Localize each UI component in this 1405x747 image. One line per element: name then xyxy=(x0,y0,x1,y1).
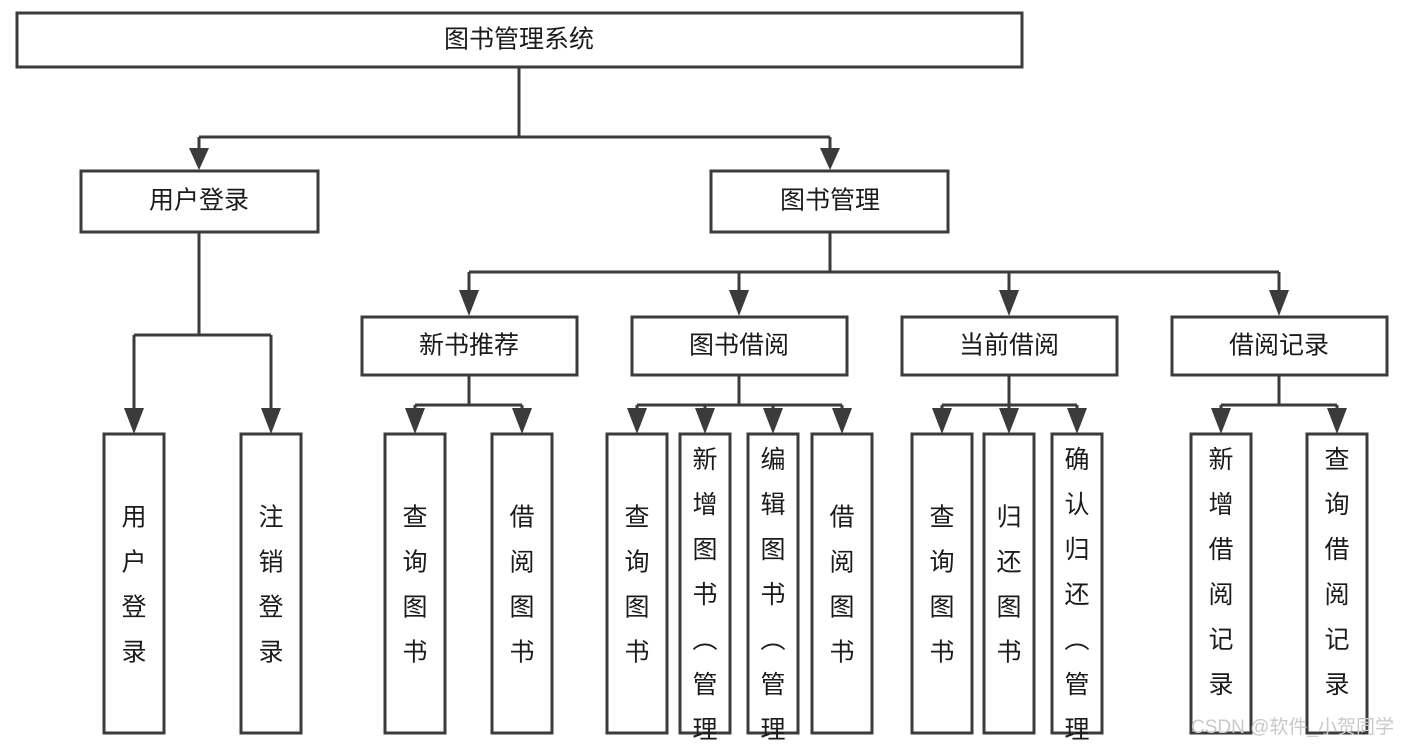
node-book-borrow-label: 图书借阅 xyxy=(689,332,789,360)
leaf-leaf-query-book-3-box[interactable] xyxy=(910,432,974,735)
arrowhead-leaf-query-record xyxy=(1327,408,1347,434)
node-root[interactable]: 图书管理系统 xyxy=(15,11,1024,69)
node-user-login-label: 用户登录 xyxy=(149,187,249,215)
arrowhead-user-login xyxy=(189,148,209,170)
leaf-leaf-confirm-return-box[interactable] xyxy=(1050,432,1104,735)
node-new-book-recommend[interactable]: 新书推荐 xyxy=(360,315,579,377)
arrowhead-leaf-borrow-book-2 xyxy=(832,408,852,434)
arrowhead-leaf-edit-book xyxy=(763,408,783,434)
arrowhead-leaf-borrow-book-1 xyxy=(512,408,532,434)
leaf-leaf-add-record-box[interactable] xyxy=(1189,432,1253,735)
arrowhead-borrow-record xyxy=(1269,290,1289,316)
leaf-leaf-user-login-label: 用户登录 xyxy=(121,504,146,667)
node-user-login[interactable]: 用户登录 xyxy=(79,169,320,234)
node-current-borrow-box[interactable] xyxy=(900,315,1119,377)
leaf-leaf-add-record-label: 新增借阅记录 xyxy=(1208,446,1233,699)
connector-group xyxy=(124,67,1347,434)
leaf-leaf-return-book[interactable]: 归还图书 xyxy=(982,432,1036,735)
arrowhead-leaf-add-book xyxy=(695,408,715,434)
arrowhead-leaf-user-login xyxy=(124,408,144,434)
leaf-leaf-query-book-2-label: 查询图书 xyxy=(624,504,649,667)
arrowhead-leaf-query-book-1 xyxy=(405,408,425,434)
arrowhead-new-book-recommend xyxy=(459,290,479,316)
leaf-leaf-user-logout-label: 注销登录 xyxy=(258,504,283,667)
arrowhead-leaf-add-record xyxy=(1211,408,1231,434)
leaf-leaf-query-book-3-label: 查询图书 xyxy=(929,504,954,667)
node-book-borrow-box[interactable] xyxy=(630,315,849,377)
leaf-leaf-confirm-return-label: 确认归还︵管理员︶ xyxy=(1064,446,1089,747)
leaf-leaf-borrow-book-1[interactable]: 借阅图书 xyxy=(490,432,554,735)
leaf-leaf-query-book-2[interactable]: 查询图书 xyxy=(605,432,669,735)
arrowhead-book-borrow xyxy=(729,290,749,316)
leaf-leaf-user-login-box[interactable] xyxy=(102,432,166,735)
arrowhead-leaf-return-book xyxy=(999,408,1019,434)
leaf-leaf-query-book-1-box[interactable] xyxy=(383,432,447,735)
leaf-leaf-query-book-3[interactable]: 查询图书 xyxy=(910,432,974,735)
leaf-leaf-user-logout[interactable]: 注销登录 xyxy=(239,432,303,735)
leaf-leaf-edit-book[interactable]: 编辑图书︵管理员︶ xyxy=(746,432,800,747)
arrowhead-book-manage xyxy=(820,148,840,170)
leaf-leaf-add-book-label: 新增图书︵管理员︶ xyxy=(692,446,717,747)
leaf-leaf-confirm-return[interactable]: 确认归还︵管理员︶ xyxy=(1050,432,1104,747)
leaf-leaf-query-book-2-box[interactable] xyxy=(605,432,669,735)
leaf-leaf-query-record-box[interactable] xyxy=(1305,432,1369,735)
leaf-leaf-add-record[interactable]: 新增借阅记录 xyxy=(1189,432,1253,735)
arrowhead-current-borrow xyxy=(999,290,1019,316)
leaf-leaf-user-login[interactable]: 用户登录 xyxy=(102,432,166,735)
leaf-leaf-query-book-1-label: 查询图书 xyxy=(402,504,427,667)
leaf-leaf-borrow-book-1-box[interactable] xyxy=(490,432,554,735)
leaf-leaf-query-record[interactable]: 查询借阅记录 xyxy=(1305,432,1369,735)
node-root-label: 图书管理系统 xyxy=(444,26,594,54)
leaf-leaf-borrow-book-2-box[interactable] xyxy=(810,432,874,735)
arrowhead-leaf-confirm-return xyxy=(1067,408,1087,434)
leaf-leaf-edit-book-box[interactable] xyxy=(746,432,800,735)
node-book-manage[interactable]: 图书管理 xyxy=(709,169,950,234)
leaf-leaf-user-logout-box[interactable] xyxy=(239,432,303,735)
node-borrow-record-box[interactable] xyxy=(1170,315,1389,377)
leaf-leaf-query-book-1[interactable]: 查询图书 xyxy=(383,432,447,735)
node-borrow-record[interactable]: 借阅记录 xyxy=(1170,315,1389,377)
node-new-book-recommend-box[interactable] xyxy=(360,315,579,377)
arrowhead-leaf-user-logout xyxy=(261,408,281,434)
node-current-borrow-label: 当前借阅 xyxy=(959,332,1059,360)
leaf-node-group: 用户登录 注销登录 查询图书 借阅图书 查询图书 新增图书︵管理员︶ 编辑图书︵管理员︶ 借阅… xyxy=(102,432,1369,747)
leaf-leaf-return-book-box[interactable] xyxy=(982,432,1036,735)
node-book-manage-box[interactable] xyxy=(709,169,950,234)
leaf-leaf-query-record-label: 查询借阅记录 xyxy=(1324,446,1349,699)
node-root-box[interactable] xyxy=(15,11,1024,69)
node-book-manage-label: 图书管理 xyxy=(780,187,880,215)
leaf-leaf-return-book-label: 归还图书 xyxy=(996,504,1021,667)
node-borrow-record-label: 借阅记录 xyxy=(1229,332,1329,360)
leaf-leaf-borrow-book-2-label: 借阅图书 xyxy=(829,504,854,667)
node-new-book-recommend-label: 新书推荐 xyxy=(419,332,519,360)
leaf-leaf-borrow-book-2[interactable]: 借阅图书 xyxy=(810,432,874,735)
leaf-leaf-borrow-book-1-label: 借阅图书 xyxy=(509,504,534,667)
arrowhead-leaf-query-book-2 xyxy=(627,408,647,434)
leaf-leaf-add-book-box[interactable] xyxy=(678,432,732,735)
node-user-login-box[interactable] xyxy=(79,169,320,234)
leaf-leaf-edit-book-label: 编辑图书︵管理员︶ xyxy=(760,446,785,747)
node-book-borrow[interactable]: 图书借阅 xyxy=(630,315,849,377)
arrowhead-leaf-query-book-3 xyxy=(932,408,952,434)
node-current-borrow[interactable]: 当前借阅 xyxy=(900,315,1119,377)
csdn-watermark: CSDN @软件_小贺同学 xyxy=(1191,716,1394,738)
leaf-leaf-add-book[interactable]: 新增图书︵管理员︶ xyxy=(678,432,732,747)
